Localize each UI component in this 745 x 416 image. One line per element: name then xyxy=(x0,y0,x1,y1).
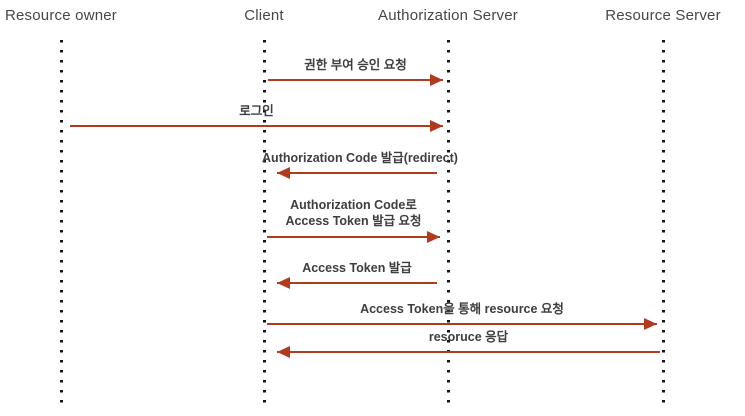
message-label-login: 로그인 xyxy=(239,104,274,118)
actor-label-resource-server: Resource Server xyxy=(605,7,721,24)
message-label-resource-request: Access Token을 통해 resource 요청 xyxy=(360,302,564,316)
lifeline-resource-owner xyxy=(60,40,63,406)
actor-label-client: Client xyxy=(244,7,284,24)
arrow-access-token-request xyxy=(267,231,440,243)
message-label-authorization-grant-request: 권한 부여 승인 요청 xyxy=(304,58,407,72)
lifeline-authorization-server xyxy=(447,40,450,406)
arrow-authorization-grant-request xyxy=(268,74,443,86)
arrow-login xyxy=(70,120,443,132)
message-label-access-token-request: Authorization Code로 Access Token 발급 요청 xyxy=(285,198,422,228)
message-label-authorization-code-issue: Authorization Code 발급(redirect) xyxy=(262,151,458,165)
actor-label-resource-owner: Resource owner xyxy=(4,7,118,24)
actor-label-authorization-server: Authorization Server xyxy=(378,7,518,24)
arrow-authorization-code-issue xyxy=(277,167,437,179)
lifeline-client xyxy=(263,40,266,406)
message-label-resource-response: resoruce 응답 xyxy=(428,330,509,344)
message-label-access-token-issue: Access Token 발급 xyxy=(302,261,412,275)
arrow-resource-request xyxy=(267,318,657,330)
lifeline-resource-server xyxy=(662,40,665,406)
arrow-access-token-issue xyxy=(277,277,437,289)
arrow-resource-response xyxy=(277,346,660,358)
